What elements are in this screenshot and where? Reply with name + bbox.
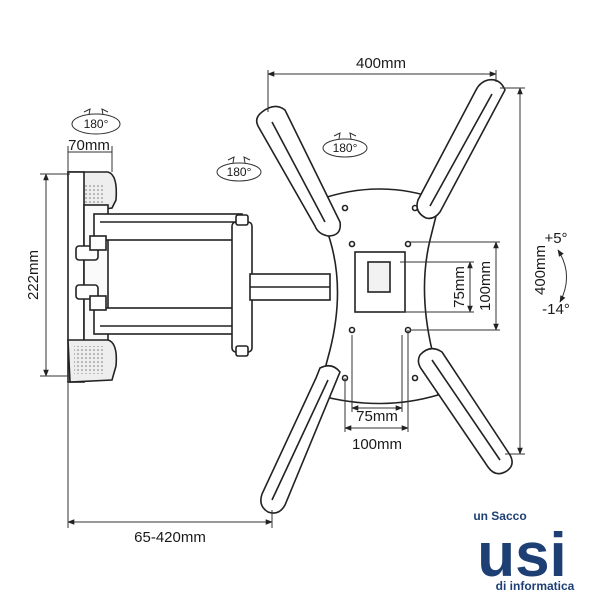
label-rotation-arm: 180°	[227, 165, 252, 179]
dimension-lines	[40, 70, 525, 528]
brand-logo: un Sacco usi di informatica	[473, 509, 574, 593]
label-tilt-down: -14°	[542, 301, 570, 318]
label-inner-h-100: 100mm	[352, 436, 402, 453]
label-tilt-up: +5°	[544, 230, 567, 247]
logo-top-text: un Sacco	[473, 509, 526, 523]
label-rotation-head: 180°	[333, 141, 358, 155]
label-rotation-wall: 180°	[84, 117, 109, 131]
swing-arm	[89, 213, 331, 357]
logo-main-text: usi	[477, 521, 567, 590]
label-left-height: 222mm	[25, 250, 42, 300]
label-inner-v-100: 100mm	[477, 261, 494, 311]
head-plate	[317, 188, 441, 405]
bracket-arm-top-left	[255, 105, 342, 237]
wall-plate	[67, 171, 118, 383]
rotation-indicators	[71, 108, 368, 182]
tilt-arc	[557, 249, 567, 303]
bracket-arm-bottom-left	[260, 364, 341, 514]
label-inner-h-75: 75mm	[356, 408, 398, 425]
label-extension: 65-420mm	[134, 529, 206, 546]
bracket-arm-bottom-right	[417, 347, 513, 475]
label-inner-v-75: 75mm	[451, 266, 468, 308]
label-top-width: 400mm	[356, 55, 406, 72]
label-plate-width: 70mm	[68, 137, 110, 154]
bracket-arm-top-right	[416, 78, 506, 220]
logo-bottom-text: di informatica	[496, 579, 575, 593]
label-right-height: 400mm	[532, 245, 549, 295]
